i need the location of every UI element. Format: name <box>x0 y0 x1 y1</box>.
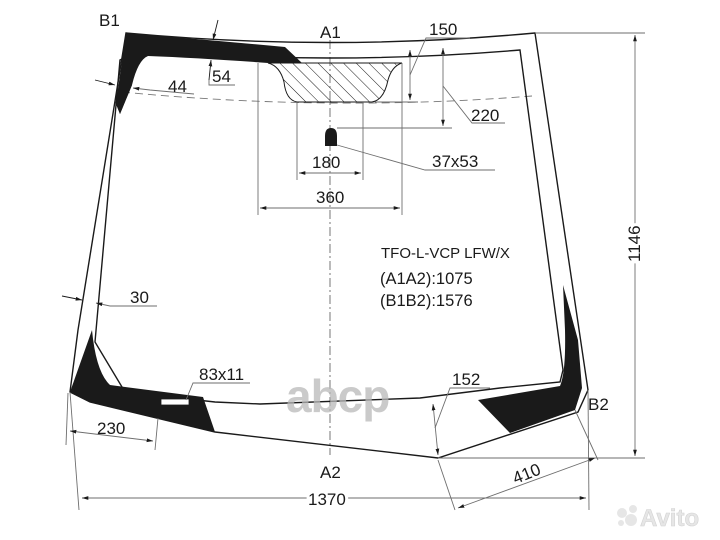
dim-30: 30 <box>130 288 149 307</box>
glass-outline-inner <box>94 49 564 405</box>
dim-44: 44 <box>168 77 187 96</box>
visibility-line <box>121 91 533 104</box>
point-label-b2: B2 <box>588 395 609 414</box>
watermark-abcp: abcp <box>286 370 389 422</box>
dim-1146: 1146 <box>625 225 644 262</box>
dim-152: 152 <box>452 370 480 389</box>
dim-54: 54 <box>212 67 231 86</box>
svg-text:Avito: Avito <box>640 505 699 532</box>
point-label-b1: B1 <box>99 11 120 30</box>
mirror-pad <box>325 128 337 146</box>
point-label-a1: A1 <box>320 23 341 42</box>
dim-37x53: 37x53 <box>432 152 478 171</box>
dim-230: 230 <box>97 419 125 438</box>
dim-180: 180 <box>312 153 340 172</box>
diagonal-b1b2: (B1B2):1576 <box>380 292 473 310</box>
vin-window <box>160 398 190 406</box>
dim-410: 410 <box>510 460 543 488</box>
dim-150: 150 <box>429 20 457 39</box>
dim-360: 360 <box>316 188 344 207</box>
dim-220: 220 <box>471 106 499 125</box>
point-label-a2: A2 <box>320 463 341 482</box>
dim-1370: 1370 <box>308 490 346 509</box>
ceramic-top-band <box>116 33 302 114</box>
ceramic-left-upper <box>116 33 132 114</box>
dim-83x11: 83x11 <box>199 365 244 384</box>
ceramic-bottom-left <box>70 330 215 432</box>
avito-logo-icon <box>617 508 627 518</box>
watermark-avito: Avito <box>617 505 699 532</box>
diagonal-a1a2: (A1A2):1075 <box>380 270 473 288</box>
ceramic-bottom-right <box>478 285 582 433</box>
part-code: TFO-L-VCP LFW/X <box>381 245 510 262</box>
glass-outline-outer <box>69 32 589 459</box>
sensor-hatch-area <box>267 62 403 103</box>
